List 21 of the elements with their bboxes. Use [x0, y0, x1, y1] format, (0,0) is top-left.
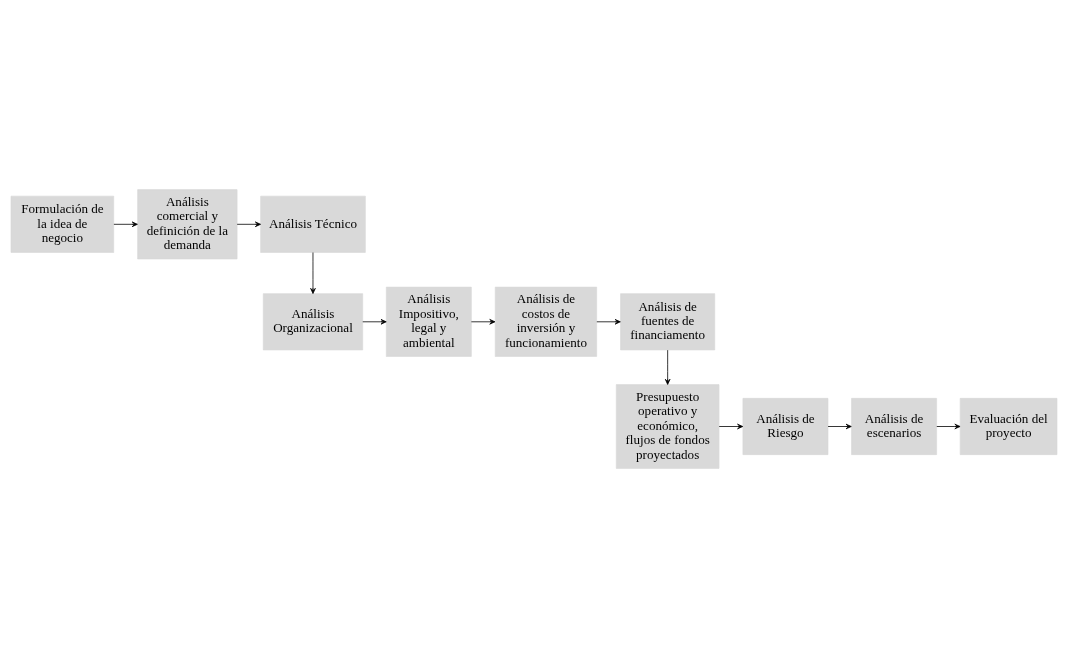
node-box: Análisis Impositivo, legal y ambiental: [385, 286, 472, 357]
arrow: [827, 423, 852, 429]
node-box: Evaluación del proyecto: [959, 397, 1058, 455]
node-box: Análisis comercial y definición de la demanda: [137, 188, 238, 259]
arrow: [236, 221, 261, 227]
node-box: Análisis Organizacional: [262, 292, 364, 350]
arrow: [936, 423, 961, 429]
node-box: Análisis de fuentes de financiamento: [620, 292, 716, 350]
node-box: Análisis de costos de inversión y funcionamiento: [494, 286, 597, 357]
node-box: Formulación de la idea de negocio: [10, 195, 115, 253]
arrow: [718, 423, 744, 429]
node-box: Análisis de Riesgo: [742, 397, 829, 455]
node-box: Análisis Técnico: [260, 195, 366, 253]
arrow: [470, 318, 496, 325]
node-box: Presupuesto operativo y económico, flujos de fondos proyectados: [615, 383, 720, 469]
arrow: [596, 318, 621, 325]
arrow: [113, 221, 138, 227]
arrow: [362, 318, 387, 325]
arrow: [664, 349, 671, 385]
arrow: [310, 251, 316, 294]
node-box: Análisis de escenarios: [851, 397, 937, 455]
